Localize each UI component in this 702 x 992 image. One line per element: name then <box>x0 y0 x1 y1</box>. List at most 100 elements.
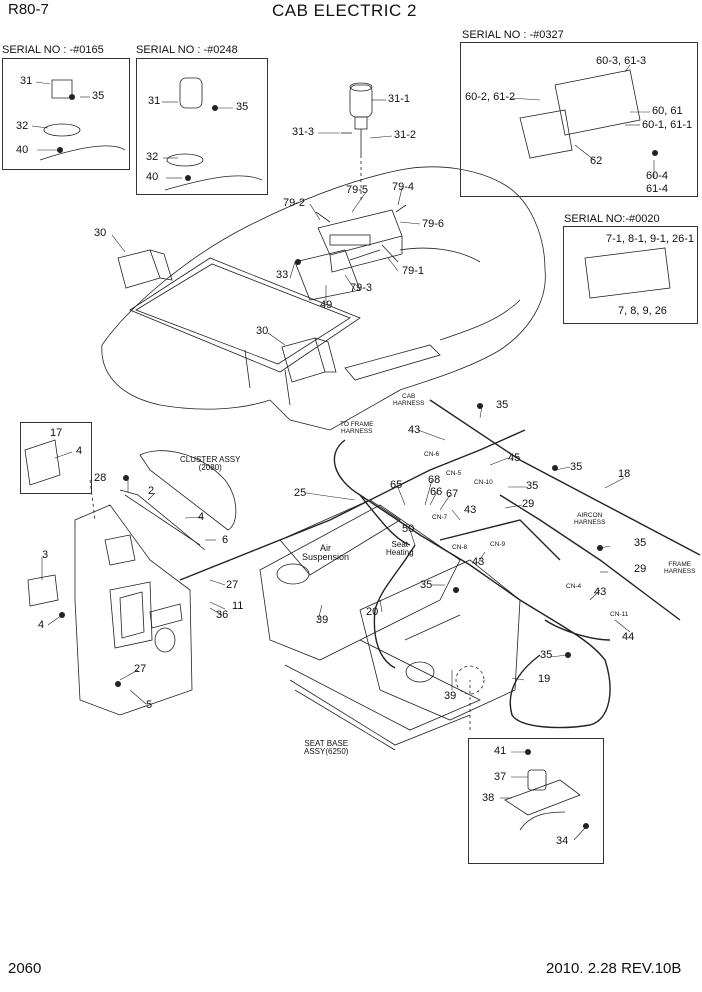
roof-radio <box>294 204 407 301</box>
part-label-66: 66 <box>430 486 443 498</box>
part-label-50: 50 <box>402 523 415 535</box>
part-label-41: 41 <box>494 745 507 757</box>
part-label-27: 27 <box>134 663 147 675</box>
connector-cn6: CN-6 <box>424 451 440 458</box>
beacon-lamp <box>341 82 373 155</box>
part-label-7-8-9-26: 7, 8, 9, 26 <box>618 305 667 317</box>
part-label-65: 65 <box>390 479 403 491</box>
left-console <box>74 504 193 716</box>
part-label-19: 19 <box>538 673 551 685</box>
part-label-32: 32 <box>146 151 159 163</box>
note-air-suspension: Air Suspension <box>302 543 350 562</box>
part-label-35: 35 <box>92 90 105 102</box>
connector-cn5: CN-5 <box>446 470 462 477</box>
part-label-79-6: 79-6 <box>422 218 445 230</box>
part-label-35: 35 <box>420 579 433 591</box>
connector-cn4: CN-4 <box>566 583 582 590</box>
inset-frame-part-17 <box>20 422 92 494</box>
cab-roof <box>101 166 546 431</box>
part-label-43: 43 <box>408 424 421 436</box>
part-label-79-4: 79-4 <box>392 181 415 193</box>
part-label-39: 39 <box>444 690 457 702</box>
part-label-28: 28 <box>94 472 107 484</box>
note-cluster-assy: CLUSTER ASSY (2080) <box>180 455 241 472</box>
part-label-20: 20 <box>366 606 379 618</box>
part-label-17: 17 <box>50 427 63 439</box>
part-label-11: 11 <box>232 600 244 612</box>
part-label-39: 39 <box>316 614 329 626</box>
connector-cn10: CN-10 <box>474 479 493 486</box>
part-label-43: 43 <box>594 586 607 598</box>
part-label-67: 67 <box>446 488 459 500</box>
part-label-35: 35 <box>236 101 249 113</box>
part-label-29: 29 <box>634 563 647 575</box>
part-label-43: 43 <box>472 556 485 568</box>
leader-lines <box>31 64 655 841</box>
part-label-35: 35 <box>570 461 583 473</box>
part-label-43: 43 <box>464 504 477 516</box>
cluster-bracket <box>119 450 237 551</box>
part-label-31-1: 31-1 <box>388 93 411 105</box>
part-label-25: 25 <box>294 487 307 499</box>
part-label-18: 18 <box>618 468 631 480</box>
note-to-frame-harness: TO FRAME HARNESS <box>340 421 374 435</box>
bolts <box>57 94 658 829</box>
part-label-79-3: 79-3 <box>350 282 373 294</box>
connector-cn8: CN-8 <box>452 544 468 551</box>
part-label-4: 4 <box>198 511 205 523</box>
part-label-45: 45 <box>508 452 521 464</box>
part-label-33: 33 <box>276 269 289 281</box>
connector-cn11: CN-11 <box>610 611 629 618</box>
model-code: R80-7 <box>8 1 49 18</box>
wiring-harness <box>179 399 701 729</box>
part-label-30: 30 <box>256 325 269 337</box>
part-label-31: 31 <box>148 95 161 107</box>
part-label-38: 38 <box>482 792 495 804</box>
caption-serial-0327: SERIAL NO : -#0327 <box>462 29 564 41</box>
part-label-37: 37 <box>494 771 507 783</box>
part-label-35: 35 <box>496 399 509 411</box>
part-label-79-2: 79-2 <box>283 197 306 209</box>
part-label-7-1: 7-1, 8-1, 9-1, 26-1 <box>606 233 695 245</box>
caption-serial-0165: SERIAL NO : -#0165 <box>2 44 104 56</box>
revision-date: 2010. 2.28 REV.10B <box>546 960 682 977</box>
note-aircon-harness: AIRCON HARNESS <box>574 512 606 526</box>
part-label-31-2: 31-2 <box>394 129 417 141</box>
part-label-2: 2 <box>148 485 155 497</box>
part-label-60-2: 60-2, 61-2 <box>465 91 516 103</box>
part-label-35: 35 <box>526 480 539 492</box>
part-label-31: 31 <box>20 75 33 87</box>
part-label-35: 35 <box>634 537 647 549</box>
part-label-27: 27 <box>226 579 239 591</box>
leader-dashes <box>89 155 485 730</box>
part-label-68: 68 <box>428 474 441 486</box>
inset-frame-serial-0327 <box>460 42 698 197</box>
part-label-44: 44 <box>622 631 635 643</box>
part-label-29: 29 <box>522 498 535 510</box>
part-label-40: 40 <box>146 171 159 183</box>
part-label-3: 3 <box>42 549 49 561</box>
part-label-32: 32 <box>16 120 29 132</box>
part-label-49: 49 <box>320 299 333 311</box>
note-seat-heating: Seat Heating <box>386 540 414 557</box>
part-label-62: 62 <box>590 155 603 167</box>
part-label-60-1: 60-1, 61-1 <box>642 119 693 131</box>
part-label-60-4: 60-4 <box>646 170 669 182</box>
inset-frame-serial-0248 <box>136 58 268 195</box>
part-label-60-61: 60, 61 <box>652 105 683 117</box>
work-lamps <box>117 249 337 383</box>
connector-cn7: CN-7 <box>432 514 448 521</box>
part-label-31-3: 31-3 <box>292 126 315 138</box>
part-label-5: 5 <box>146 699 153 711</box>
part-label-79-1: 79-1 <box>402 265 425 277</box>
part-label-4: 4 <box>76 445 83 457</box>
connector-cn9: CN-9 <box>490 541 506 548</box>
page-number: 2060 <box>8 960 42 977</box>
seat-switch-bracket <box>504 769 581 831</box>
part-label-36: 36 <box>216 609 229 621</box>
part-label-60-3: 60-3, 61-3 <box>596 55 647 67</box>
part-label-30: 30 <box>94 227 107 239</box>
operator-seat <box>259 499 521 751</box>
inset-frame-serial-0020 <box>563 226 698 324</box>
